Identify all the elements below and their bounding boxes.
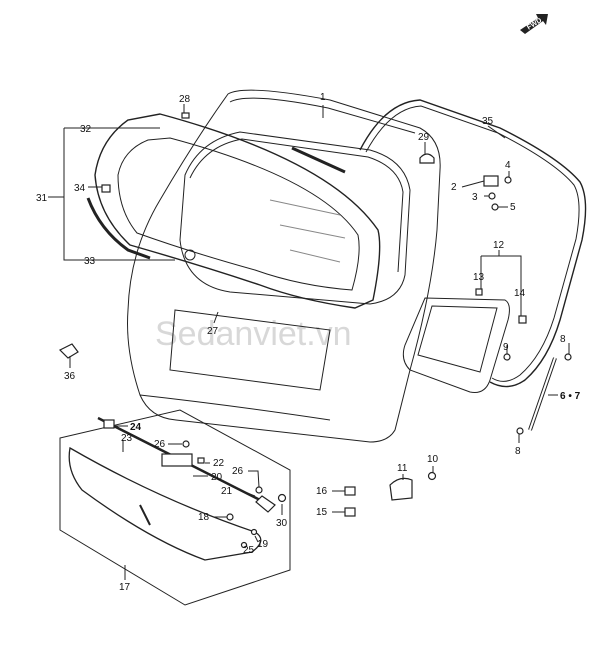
part-15	[344, 507, 356, 517]
label-30: 30	[276, 518, 288, 529]
inner-trim-panel	[402, 297, 510, 393]
garnish-plate	[59, 409, 291, 606]
part-8b	[516, 427, 524, 435]
label-21: 21	[221, 486, 233, 497]
label-28: 28	[179, 94, 191, 105]
label-14: 14	[514, 288, 526, 299]
label-10: 10	[427, 454, 439, 465]
label-18: 18	[198, 512, 210, 523]
part-20	[161, 453, 193, 467]
label-16: 16	[316, 486, 328, 497]
part-26a	[182, 440, 190, 448]
part-19	[250, 528, 258, 536]
leader-lines	[48, 104, 570, 580]
label-24: 24	[130, 422, 142, 433]
gas-strut	[528, 357, 557, 431]
label-3: 3	[472, 192, 478, 203]
back-window-glass	[86, 113, 381, 309]
label-27: 27	[207, 326, 219, 337]
label-4: 4	[505, 160, 511, 171]
label-17: 17	[119, 582, 131, 593]
label-11: 11	[397, 463, 408, 474]
label-20: 20	[211, 472, 223, 483]
part-9	[503, 353, 511, 361]
label-12: 12	[493, 240, 505, 251]
label-35: 35	[482, 116, 494, 127]
part-3	[488, 192, 496, 200]
part-2	[483, 175, 499, 187]
label-34: 34	[74, 183, 86, 194]
part-22	[197, 457, 205, 464]
weatherstrip	[359, 99, 587, 388]
label-26b: 26	[232, 466, 244, 477]
small-parts	[58, 112, 572, 549]
label-15: 15	[316, 507, 328, 518]
fwd-label: FWD	[526, 17, 543, 31]
label-8a: 8	[560, 334, 566, 345]
part-18	[226, 513, 234, 521]
label-1: 1	[320, 92, 326, 103]
label-9: 9	[503, 342, 509, 353]
label-25: 25	[243, 545, 255, 556]
part-34	[101, 184, 111, 193]
label-19: 19	[257, 539, 269, 550]
part-29	[419, 153, 435, 164]
label-2: 2	[451, 182, 457, 193]
label-32: 32	[80, 124, 92, 135]
part-8a	[564, 353, 572, 361]
label-5: 5	[510, 202, 516, 213]
part-21	[255, 495, 276, 513]
label-8b: 8	[515, 446, 521, 457]
part-16	[344, 486, 356, 496]
part-10	[427, 471, 437, 481]
part-26b	[255, 486, 263, 494]
label-29: 29	[418, 132, 430, 143]
part-5	[491, 203, 499, 211]
part-4	[504, 176, 512, 184]
label-13: 13	[473, 272, 485, 283]
part-30	[277, 493, 287, 503]
part-11	[389, 477, 413, 501]
watermark: Sedanviet.vn	[155, 315, 352, 353]
part-14	[518, 315, 527, 324]
label-33: 33	[84, 256, 96, 267]
fwd-arrow-icon: FWD	[520, 14, 548, 34]
label-22: 22	[213, 458, 225, 469]
label-26a: 26	[154, 439, 166, 450]
part-28	[181, 112, 190, 119]
label-6-7: 6 • 7	[560, 391, 581, 402]
part-labels: 1 2 3 4 5 6 • 7 8 8 9 10 11 12 13 14 15 …	[36, 92, 581, 593]
label-31: 31	[36, 193, 48, 204]
back-door-panel	[127, 89, 441, 443]
part-13	[475, 288, 483, 296]
label-36: 36	[64, 371, 76, 382]
part-24	[103, 419, 115, 429]
label-23: 23	[121, 433, 133, 444]
part-36	[58, 343, 79, 359]
